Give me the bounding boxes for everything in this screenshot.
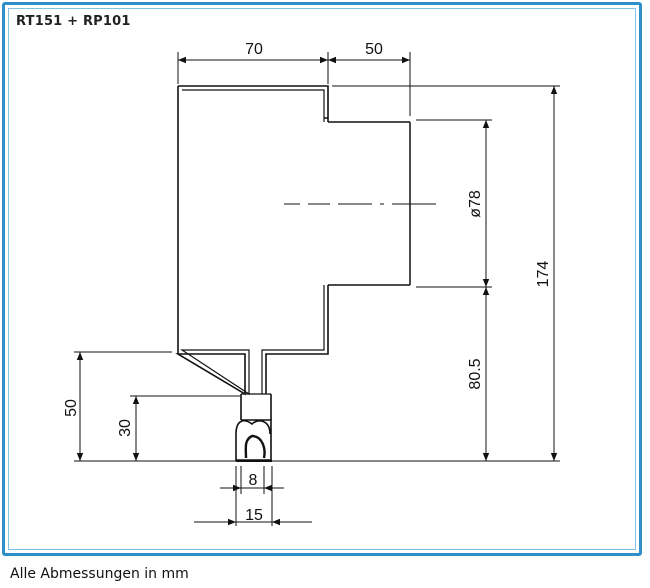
dim-lower-height: 80.5 <box>467 358 484 389</box>
dim-total-height: 174 <box>535 261 552 288</box>
drawing-frame <box>2 2 642 556</box>
dim-pipe-height-50: 50 <box>63 399 80 417</box>
dimension-lines <box>76 56 558 526</box>
dim-pipe-width-15: 15 <box>245 507 263 524</box>
dim-housing-width: 70 <box>245 41 263 58</box>
housing-outline <box>175 85 329 396</box>
drawing-title: RT151 + RP101 <box>16 14 131 29</box>
dim-valve-width: 50 <box>365 41 383 58</box>
extension-lines <box>74 52 560 526</box>
dim-valve-diameter: ø78 <box>467 190 484 218</box>
units-note: Alle Abmessungen in mm <box>10 566 189 582</box>
drawing-frame-inner <box>8 8 636 550</box>
dim-pipe-width-8: 8 <box>249 472 258 489</box>
pipe-connector <box>235 393 272 462</box>
dim-pipe-height-30: 30 <box>117 419 134 437</box>
valve-body <box>324 117 411 286</box>
